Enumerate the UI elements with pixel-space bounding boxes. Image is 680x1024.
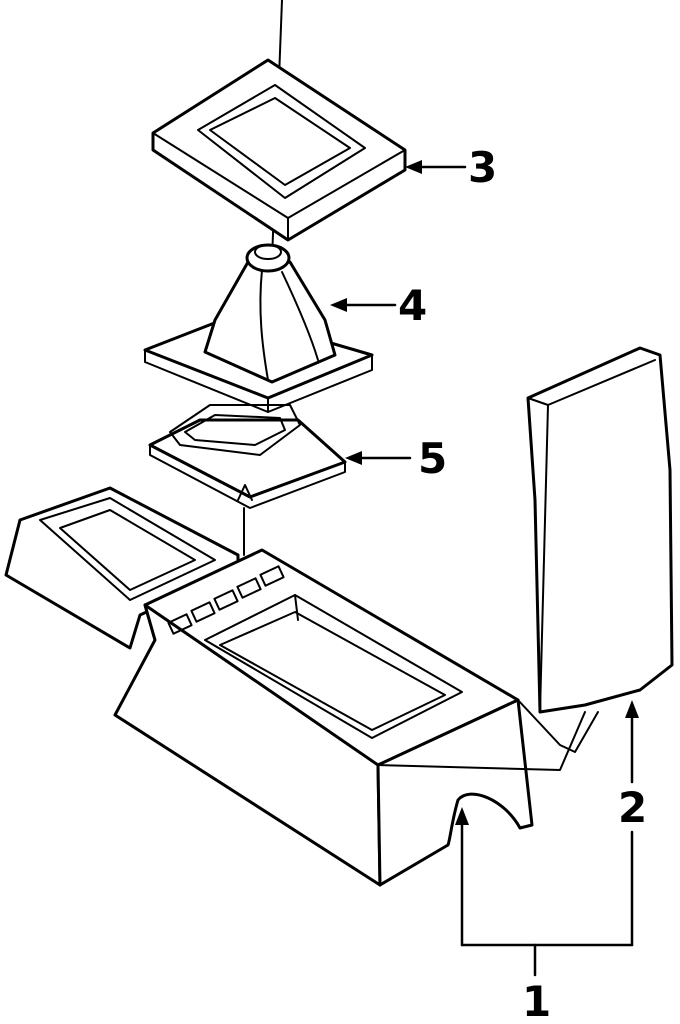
part-1-console [4, 486, 599, 887]
callout-3-label: 3 [468, 143, 497, 192]
callout-4-label: 4 [398, 281, 427, 330]
callout-1-label: 1 [522, 977, 551, 1024]
callout-4-leader [330, 298, 397, 312]
callout-5-label: 5 [418, 434, 447, 483]
part-3-bezel [151, 58, 407, 242]
callout-5-leader [345, 451, 412, 465]
callout-2-label: 2 [618, 783, 647, 832]
part-2-armrest [526, 346, 674, 714]
part-4-shift-boot [143, 243, 374, 413]
callout-2-leader [625, 700, 639, 784]
callout-3-leader [405, 160, 467, 174]
part-5-retainer [148, 404, 347, 509]
callout-1-leader [455, 807, 634, 977]
